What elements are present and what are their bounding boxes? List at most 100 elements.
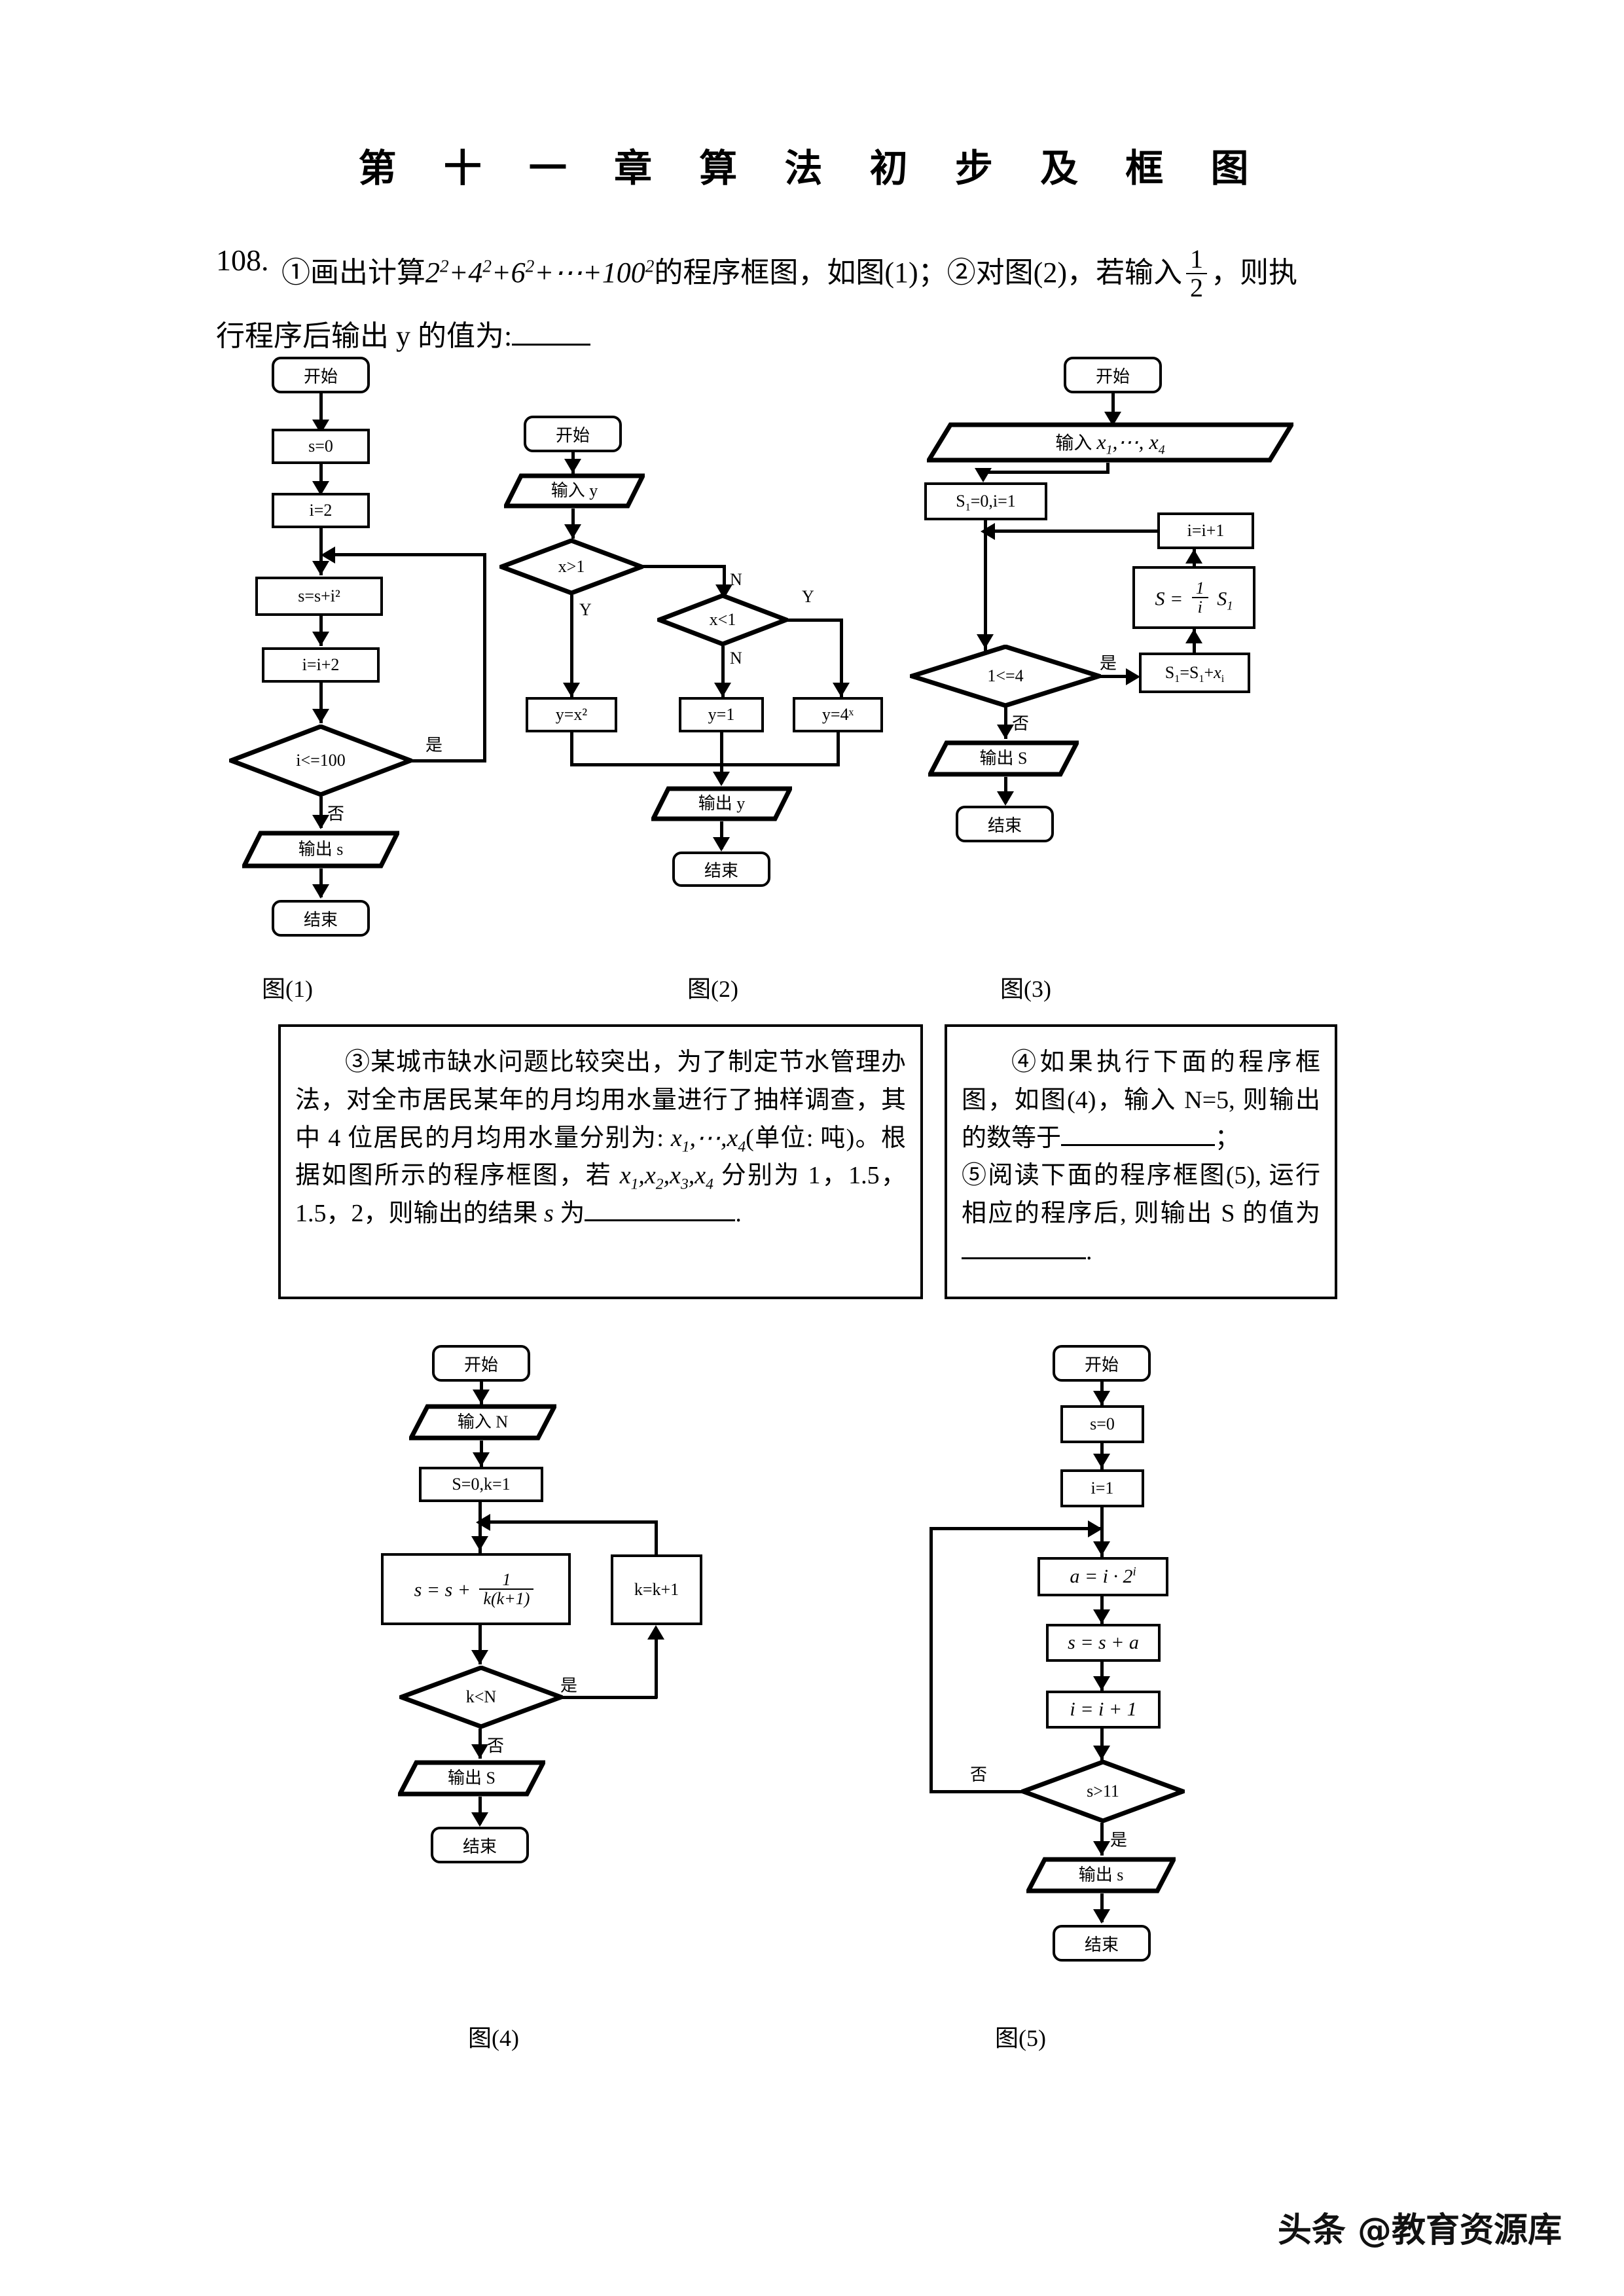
fig3-edge-input-down: [1106, 463, 1110, 473]
fig1-edge-s-to-i: [319, 464, 323, 492]
fig4-arrow-2: [473, 1452, 490, 1467]
fig5-diamond-shape: [1021, 1760, 1185, 1823]
fig2-condition-1-node: x>1: [499, 539, 643, 595]
fig1-arrow-3: [312, 561, 329, 575]
answer-blank[interactable]: [512, 324, 591, 346]
fig4-loopback-v-top: [655, 1520, 658, 1556]
fig4-start-node: 开始: [432, 1345, 530, 1382]
fig1-yes-line-v: [483, 553, 486, 761]
fig1-arrow-7: [312, 884, 329, 899]
fig5-condition-node: s>11: [1021, 1760, 1185, 1823]
fig1-increment-node: i=i+2: [262, 647, 380, 683]
fig4-arrow-no: [471, 1744, 488, 1759]
fig2-merge-h: [570, 763, 840, 766]
fig5-no-line-h-bottom: [929, 1790, 1024, 1793]
fig4-no-label: 否: [487, 1736, 505, 1755]
fig4-yes-line-v: [655, 1640, 658, 1698]
fig2-arrow-2: [564, 524, 581, 539]
flowchart-5: 开始 s=0 i=1 a = i · 2i s = s + a i = i + …: [910, 1345, 1204, 2006]
fig3-arrow-loopback: [981, 523, 995, 540]
fig2-arrow-y2: [833, 683, 850, 697]
fig1-assign-s-node: s=0: [272, 429, 370, 464]
fig2-input-parallelogram: [504, 473, 645, 509]
fig5-yes-label: 是: [1110, 1831, 1128, 1850]
fig2-condition-2-node: x<1: [657, 594, 788, 646]
fig2-arrow-1: [564, 459, 581, 473]
fig3-arrow-4: [997, 791, 1014, 806]
fig3-edge-input-left: [982, 471, 1110, 474]
fig5-arrow-6: [1093, 1746, 1110, 1760]
fig5-accumulate-node: s = s + a: [1046, 1624, 1161, 1662]
fig3-yes-line: [1098, 675, 1128, 678]
fig3-no-line: [1004, 708, 1007, 739]
fig3-output-parallelogram: [928, 740, 1079, 777]
fig5-no-line-h-top: [929, 1527, 1102, 1530]
fig1-no-label: 否: [327, 804, 345, 823]
fig5-arrow-4: [1093, 1609, 1110, 1624]
fig2-arrow-y1: [563, 683, 580, 697]
fig2-diamond-1-shape: [499, 539, 643, 595]
fig5-end-node: 结束: [1053, 1925, 1151, 1962]
fig5-edge-incr-to-cond: [1100, 1729, 1104, 1761]
fig4-condition-node: k<N: [399, 1666, 563, 1729]
fig5-arrow-1: [1093, 1391, 1110, 1405]
fig3-output-node: 输出 S: [928, 740, 1079, 777]
fig1-arrow-2: [312, 481, 329, 495]
fig4-arrow-loopback: [476, 1514, 490, 1531]
fig4-caption: 图(4): [468, 2025, 519, 2051]
tbox5-answer-blank[interactable]: [962, 1238, 1086, 1259]
question-line2-text: 行程序后输出 y 的值为:: [216, 320, 513, 352]
fig1-edge-start-to-s: [319, 393, 323, 425]
fig5-start-node: 开始: [1053, 1345, 1151, 1382]
fig1-yes-line-top: [326, 553, 485, 556]
fig2-y1-line: [570, 595, 573, 698]
fig1-yes-line-h: [411, 759, 486, 762]
fig2-assign-1-node: y=x²: [526, 697, 617, 732]
fig3-start-node: 开始: [1064, 357, 1162, 393]
flowchart-1: 开始 s=0 i=2 s=s+i² i=i+2 i<=100 是 否: [216, 357, 497, 952]
fig5-no-line-v: [929, 1527, 933, 1793]
fig3-loopback-h: [985, 529, 1159, 533]
fig2-n2-label: N: [730, 649, 742, 668]
fig4-loopback-h-top: [481, 1520, 657, 1524]
fig4-yes-label: 是: [560, 1676, 578, 1695]
fig2-assign-2-node: y=1: [679, 697, 764, 732]
fig3-arrow-up-2: [1185, 629, 1202, 643]
fig3-init-node: S1=0,i=1: [924, 482, 1047, 520]
tbox3-answer-blank[interactable]: [585, 1200, 736, 1221]
fig3-arrow-no: [997, 725, 1014, 739]
fig4-increment-node: k=k+1: [611, 1554, 702, 1625]
fig1-edge-incr-to-cond: [319, 683, 323, 723]
fig4-input-node: 输入 N: [409, 1404, 556, 1441]
fig5-arrow-yes: [1093, 1841, 1110, 1856]
question-text-b: 的程序框图，如图(1)；②对图(2)，若输入: [654, 257, 1182, 289]
fig2-start-node: 开始: [524, 416, 622, 452]
tbox-item4: ④如果执行下面的程序框图，如图(4)，输入 N=5, 则输出的数等于；: [962, 1049, 1320, 1152]
fig3-end-node: 结束: [956, 806, 1054, 842]
fig2-y2-line-h: [787, 619, 843, 622]
fig1-condition-node: i<=100: [229, 725, 412, 797]
fig5-caption: 图(5): [995, 2025, 1046, 2051]
fig1-arrow-5: [312, 709, 329, 723]
fig5-arrow-2: [1093, 1454, 1110, 1468]
fig1-accumulate-node: s=s+i²: [255, 577, 383, 616]
fig2-arrow-merge: [713, 772, 730, 786]
fig4-diamond-shape: [399, 1666, 563, 1729]
fig5-term-node: a = i · 2i: [1038, 1557, 1168, 1596]
question-text-c: ，则执: [1210, 257, 1297, 289]
fig5-arrow-loopback: [1088, 1520, 1102, 1537]
text-box-item-3: ③某城市缺水问题比较突出，为了制定节水管理办法，对全市居民某年的月均用水量进行了…: [278, 1024, 923, 1299]
fig5-arrow-7: [1093, 1909, 1110, 1924]
fig4-edge-output-to-end: [478, 1797, 482, 1824]
fig2-y1-label: Y: [579, 600, 592, 619]
fig1-arrow-loopback: [321, 547, 335, 564]
fig1-start-node: 开始: [272, 357, 370, 393]
tbox4-answer-blank[interactable]: [1061, 1124, 1216, 1146]
fig3-arrow-3: [977, 634, 994, 649]
fig4-end-node: 结束: [431, 1827, 529, 1863]
fig5-arrow-5: [1093, 1676, 1110, 1691]
fig2-y2-label: Y: [802, 587, 814, 606]
